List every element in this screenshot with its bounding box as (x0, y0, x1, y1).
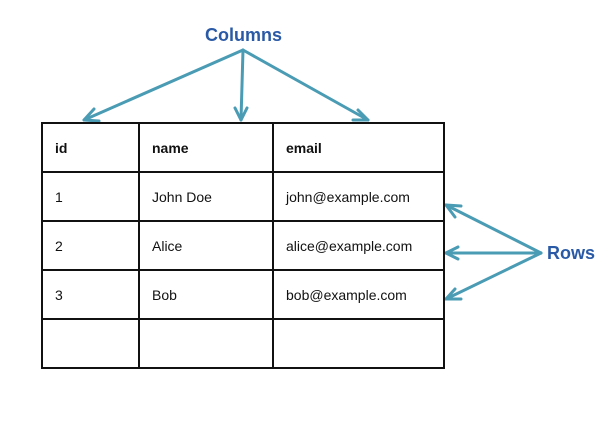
columns-arrow-name (233, 48, 249, 122)
cell-name (138, 318, 274, 369)
header-cell-id: id (41, 122, 140, 173)
cell-id (41, 318, 140, 369)
table-row: 3 Bob bob@example.com (41, 269, 445, 320)
rows-arrow-2 (444, 245, 543, 261)
table-row: 1 John Doe john@example.com (41, 171, 445, 222)
cell-email (272, 318, 445, 369)
header-cell-email: email (272, 122, 445, 173)
cell-name: Alice (138, 220, 274, 271)
cell-email: alice@example.com (272, 220, 445, 271)
cell-id: 2 (41, 220, 140, 271)
example-table: id name email 1 John Doe john@example.co… (41, 122, 445, 369)
cell-email: bob@example.com (272, 269, 445, 320)
cell-name: Bob (138, 269, 274, 320)
columns-label: Columns (205, 25, 283, 45)
cell-email: john@example.com (272, 171, 445, 222)
table-row-empty (41, 318, 445, 369)
header-cell-name: name (138, 122, 274, 173)
header-row: id name email (41, 122, 445, 173)
rows-arrow-1 (444, 203, 543, 255)
table-row: 2 Alice alice@example.com (41, 220, 445, 271)
cell-id: 3 (41, 269, 140, 320)
columns-arrow-id (82, 48, 245, 123)
rows-arrow-3 (444, 251, 543, 301)
cell-name: John Doe (138, 171, 274, 222)
cell-id: 1 (41, 171, 140, 222)
rows-label: Rows (547, 243, 596, 263)
columns-arrow-email (241, 48, 370, 122)
